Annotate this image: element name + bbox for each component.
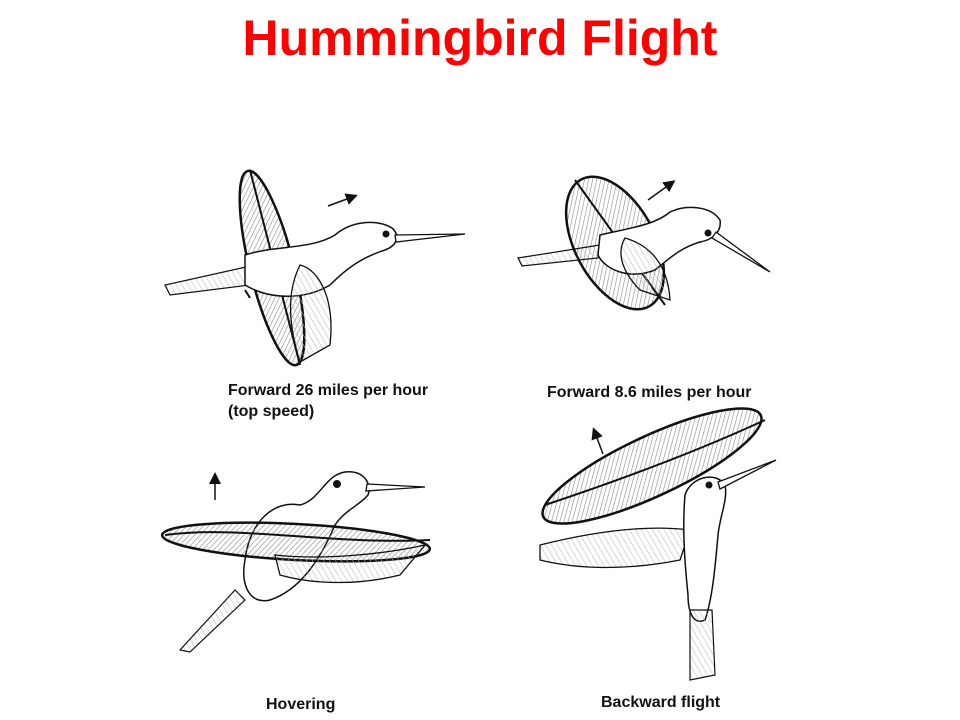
slide-title: Hummingbird Flight — [242, 10, 718, 66]
caption-line: (top speed) — [228, 403, 315, 420]
caption-line: Hovering — [266, 696, 336, 713]
caption-backward: Backward flight — [601, 692, 720, 713]
forward-fast-hummingbird — [164, 169, 466, 367]
caption-line: Backward flight — [601, 694, 721, 711]
forward-slow-hummingbird — [517, 175, 771, 311]
backward-flight-hummingbird — [539, 407, 777, 681]
caption-forward-slow: Forward 8.6 miles per hour — [547, 382, 752, 403]
direction-arrow — [647, 180, 676, 201]
caption-hovering: Hovering — [266, 694, 335, 715]
direction-arrow — [591, 427, 604, 455]
caption-line: Forward 26 miles per hour — [228, 382, 429, 399]
hovering-hummingbird — [160, 471, 432, 653]
caption-line: Forward 8.6 miles per hour — [547, 384, 752, 401]
caption-forward-fast: Forward 26 miles per hour (top speed) — [228, 380, 428, 422]
direction-arrow — [327, 193, 358, 207]
